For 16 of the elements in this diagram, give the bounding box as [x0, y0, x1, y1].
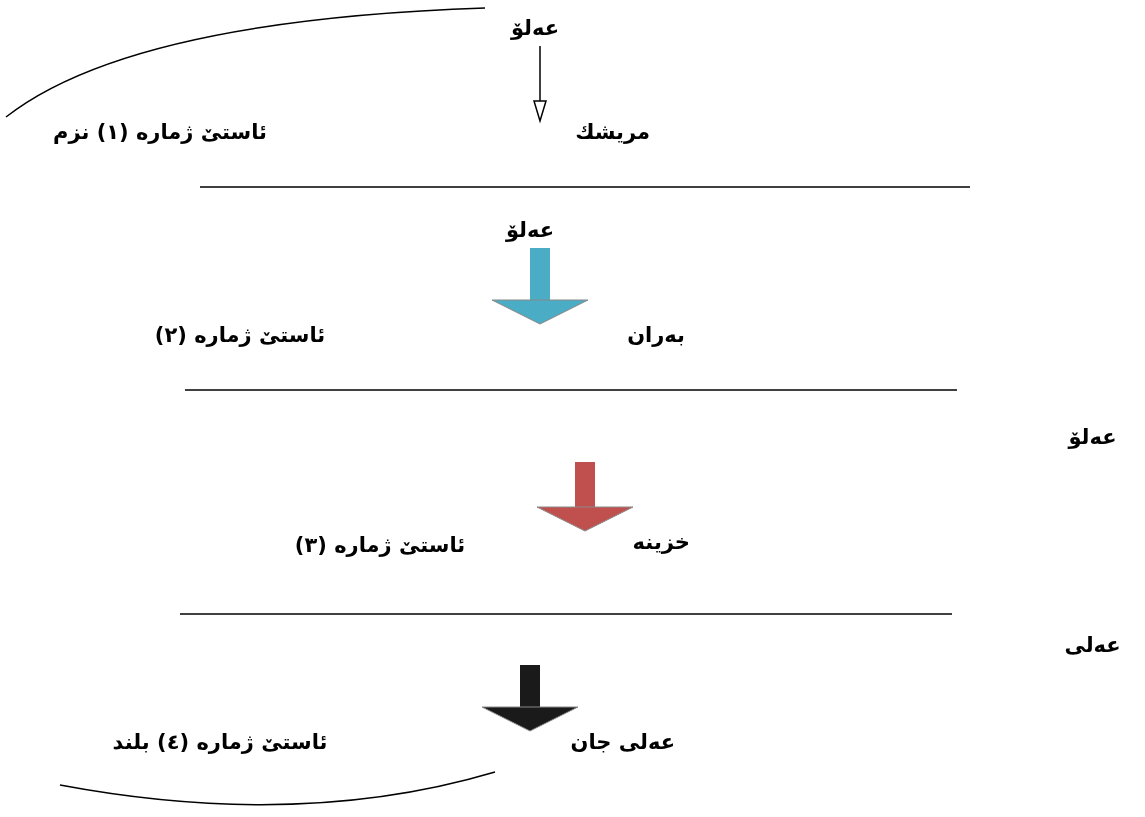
level-label: ئاستێ ژمارە (٣) — [293, 532, 467, 559]
node-label: مریشك — [530, 118, 650, 146]
node-label: خزینە — [540, 528, 690, 556]
arrow — [533, 45, 547, 122]
node-label: عەلی جان — [500, 728, 675, 756]
level-label: ئاستێ ژمارە (١) نزم — [52, 119, 268, 146]
arrow — [481, 665, 579, 732]
node-label: عەلۆ — [485, 216, 575, 244]
level-label: ئاستێ ژمارە (٢) — [153, 322, 327, 349]
node-label: عەلۆ — [490, 14, 580, 42]
node-label: بەران — [520, 321, 685, 349]
arrow — [536, 462, 634, 532]
level-label: عەلۆ — [1066, 424, 1118, 451]
arrow — [491, 248, 589, 325]
level-label: عەلی — [1063, 632, 1122, 659]
level-label: ئاستێ ژمارە (٤) بلند — [111, 729, 329, 756]
